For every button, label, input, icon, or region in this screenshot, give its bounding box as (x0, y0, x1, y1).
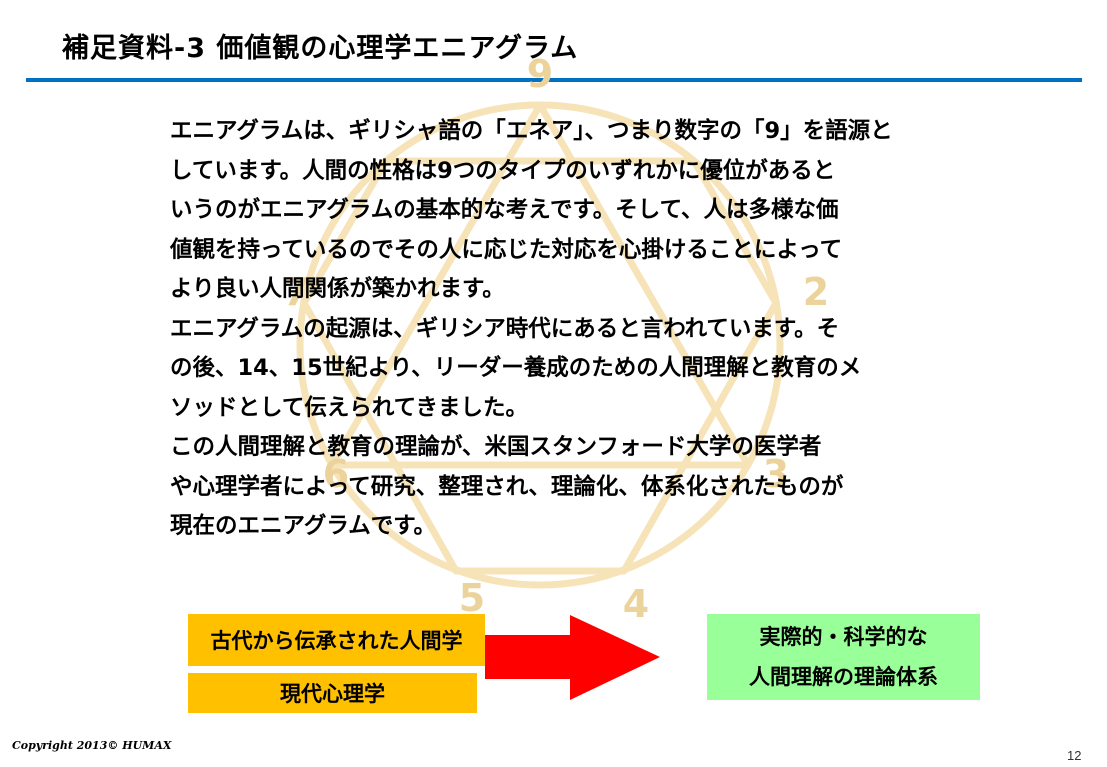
text-line: ソッドとして伝えられてきました。 (170, 394, 528, 421)
source-label-modern: 現代心理学 (280, 682, 385, 706)
source-label-ancient: 古代から伝承された人間学 (210, 629, 463, 653)
paragraph-etymology: エニアグラムは、ギリシャ語の「エネア」、つまり数字の「9」を語源と しています。… (170, 112, 970, 310)
source-box-ancient: 古代から伝承された人間学 (188, 614, 485, 666)
enneagram-number-7: 7 (283, 270, 309, 314)
source-box-modern: 現代心理学 (188, 673, 477, 713)
text-line: いうのがエニアグラムの基本的な考えです。そして、人は多様な価 (170, 197, 839, 223)
enneagram-number-5: 5 (459, 576, 485, 620)
page-number: 12 (1067, 748, 1082, 763)
title-underline (26, 78, 1082, 82)
paragraph-theory: この人間理解と教育の理論が、米国スタンフォード大学の医学者 や心理学者によって研… (170, 428, 970, 547)
enneagram-number-2: 2 (803, 270, 829, 314)
text-line: や心理学者によって研究、整理され、理論化、体系化されたものが (170, 473, 844, 500)
text-line: エニアグラムの起源は、ギリシア時代にあると言われています。そ (170, 315, 840, 342)
enneagram-hexad (300, 157, 780, 575)
right-arrow-icon (485, 615, 660, 700)
enneagram-number-3: 3 (763, 452, 789, 496)
text-line: 値観を持っているのでその人に応じた対応を心掛けることによって (170, 236, 843, 263)
result-line: 実際的・科学的な (759, 625, 928, 649)
enneagram-number-6: 6 (323, 452, 349, 496)
result-line: 人間理解の理論体系 (749, 665, 938, 689)
slide-title: 補足資料-3 価値観の心理学エニアグラム (62, 33, 579, 64)
text-line: より良い人間関係が築かれます。 (170, 276, 505, 302)
copyright: Copyright 2013© HUMAX (12, 739, 172, 752)
text-line: 現在のエニアグラムです。 (170, 513, 436, 539)
enneagram-watermark: 9 2 3 4 5 6 7 (283, 55, 829, 626)
text-line: この人間理解と教育の理論が、米国スタンフォード大学の医学者 (170, 434, 822, 460)
paragraph-origin: エニアグラムの起源は、ギリシア時代にあると言われています。そ の後、14、15世… (170, 310, 970, 429)
text-line: の後、14、15世紀より、リーダー養成のための人間理解と教育のメ (170, 355, 862, 381)
enneagram-number-9: 9 (527, 55, 553, 96)
text-line: エニアグラムは、ギリシャ語の「エネア」、つまり数字の「9」を語源と (170, 118, 893, 144)
result-box: 実際的・科学的な 人間理解の理論体系 (707, 614, 980, 700)
enneagram-number-4: 4 (623, 582, 649, 626)
body-text: エニアグラムは、ギリシャ語の「エネア」、つまり数字の「9」を語源と しています。… (170, 112, 970, 547)
text-line: しています。人間の性格は9つのタイプのいずれかに優位があると (170, 157, 836, 184)
enneagram-triangle (328, 101, 752, 469)
